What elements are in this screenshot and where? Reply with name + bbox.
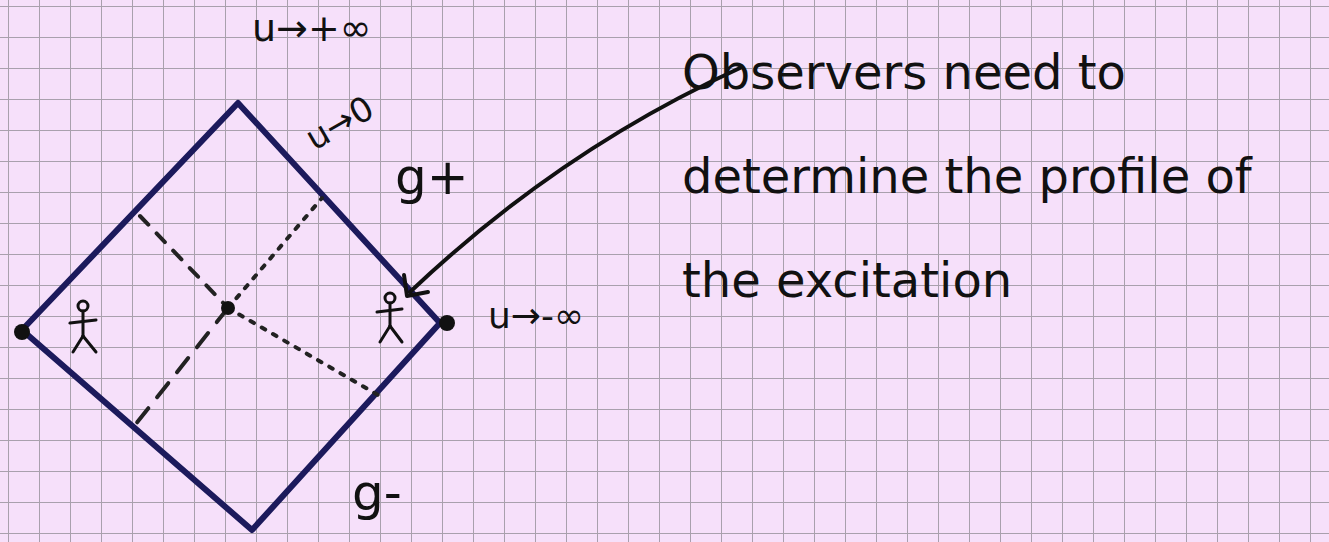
note-text: Observers need to determine the profile … <box>682 20 1322 332</box>
dashed-line <box>135 308 228 425</box>
stick-figure <box>70 301 96 352</box>
limit-label: u→0 <box>299 89 380 157</box>
stick-figure <box>377 293 402 342</box>
vertex-dot <box>439 315 455 331</box>
center-dot <box>221 301 235 315</box>
limit-label: u→-∞ <box>488 296 584 336</box>
dashed-line <box>140 216 228 308</box>
boundary-label: g- <box>352 466 402 521</box>
vertex-dot <box>14 324 30 340</box>
dotted-line <box>228 198 322 308</box>
dotted-line <box>228 308 378 395</box>
diamond-outline <box>22 103 440 530</box>
boundary-label: g+ <box>395 150 469 205</box>
limit-label: u→+∞ <box>252 8 371 50</box>
arrow-head <box>404 275 428 296</box>
